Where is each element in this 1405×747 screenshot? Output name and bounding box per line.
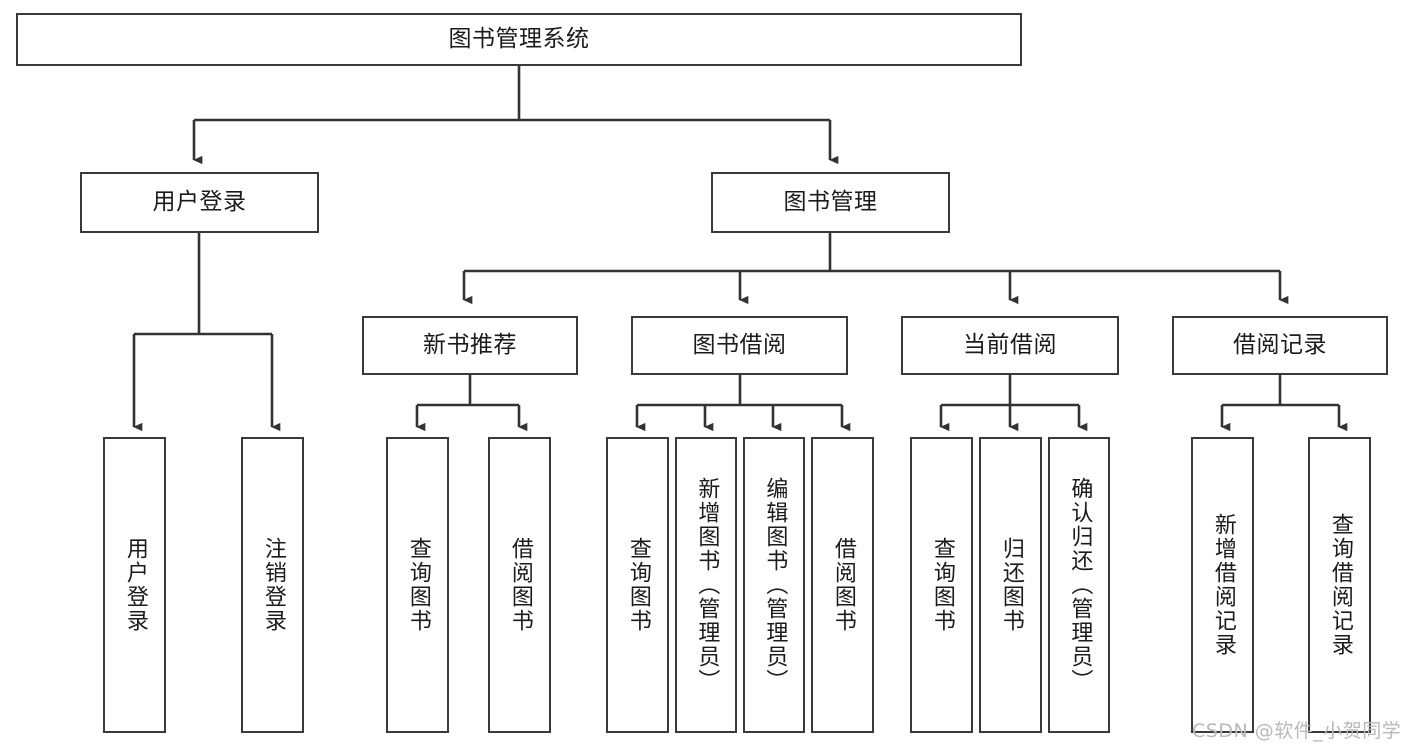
node-label: 借阅记录 bbox=[1233, 331, 1327, 358]
node-label: 图书管理 bbox=[783, 188, 878, 215]
node-new-book-recommend[interactable]: 新书推荐 bbox=[362, 316, 578, 375]
node-label: 借阅图书 bbox=[507, 537, 533, 633]
watermark-text: CSDN @软件_小贺同学 bbox=[1192, 720, 1402, 742]
node-label: 当前借阅 bbox=[963, 331, 1057, 358]
node-label: 查询图书 bbox=[405, 537, 431, 633]
node-leaf-user-login[interactable]: 用户登录 bbox=[103, 437, 166, 733]
node-leaf-edit-book[interactable]: 编辑图书（管理员） bbox=[743, 437, 805, 733]
node-leaf-add-borrow-record[interactable]: 新增借阅记录 bbox=[1191, 437, 1254, 733]
node-label: 查询图书 bbox=[929, 537, 955, 633]
node-leaf-borrow-book-recommend[interactable]: 借阅图书 bbox=[488, 437, 551, 733]
node-leaf-borrow-book[interactable]: 借阅图书 bbox=[811, 437, 874, 733]
node-label: 图书管理系统 bbox=[448, 25, 590, 52]
node-label: 图书借阅 bbox=[692, 331, 787, 358]
node-leaf-query-book-borrow[interactable]: 查询图书 bbox=[606, 437, 669, 733]
node-label: 确认归还（管理员） bbox=[1067, 477, 1093, 693]
node-root-system[interactable]: 图书管理系统 bbox=[16, 13, 1022, 66]
node-leaf-return-book[interactable]: 归还图书 bbox=[979, 437, 1042, 733]
node-current-borrow[interactable]: 当前借阅 bbox=[901, 316, 1119, 375]
node-book-manage[interactable]: 图书管理 bbox=[711, 172, 950, 233]
node-leaf-query-borrow-record[interactable]: 查询借阅记录 bbox=[1308, 437, 1371, 733]
node-label: 用户登录 bbox=[122, 537, 148, 633]
node-label: 新增借阅记录 bbox=[1210, 513, 1236, 657]
node-leaf-query-book-current[interactable]: 查询图书 bbox=[910, 437, 973, 733]
node-leaf-logout-login[interactable]: 注销登录 bbox=[241, 437, 304, 733]
node-leaf-add-book[interactable]: 新增图书（管理员） bbox=[675, 437, 737, 733]
node-leaf-confirm-return[interactable]: 确认归还（管理员） bbox=[1048, 437, 1110, 733]
node-label: 查询借阅记录 bbox=[1327, 513, 1353, 657]
node-label: 查询图书 bbox=[625, 537, 651, 633]
node-label: 注销登录 bbox=[260, 537, 286, 633]
node-label: 编辑图书（管理员） bbox=[762, 477, 788, 693]
node-label: 新增图书（管理员） bbox=[694, 477, 720, 693]
node-label: 归还图书 bbox=[998, 537, 1024, 633]
node-leaf-query-book-recommend[interactable]: 查询图书 bbox=[386, 437, 449, 733]
node-label: 新书推荐 bbox=[423, 331, 517, 358]
node-user-login[interactable]: 用户登录 bbox=[80, 172, 319, 233]
node-label: 借阅图书 bbox=[830, 537, 856, 633]
node-book-borrow[interactable]: 图书借阅 bbox=[631, 316, 848, 375]
node-label: 用户登录 bbox=[152, 188, 247, 215]
node-borrow-record[interactable]: 借阅记录 bbox=[1172, 316, 1388, 375]
